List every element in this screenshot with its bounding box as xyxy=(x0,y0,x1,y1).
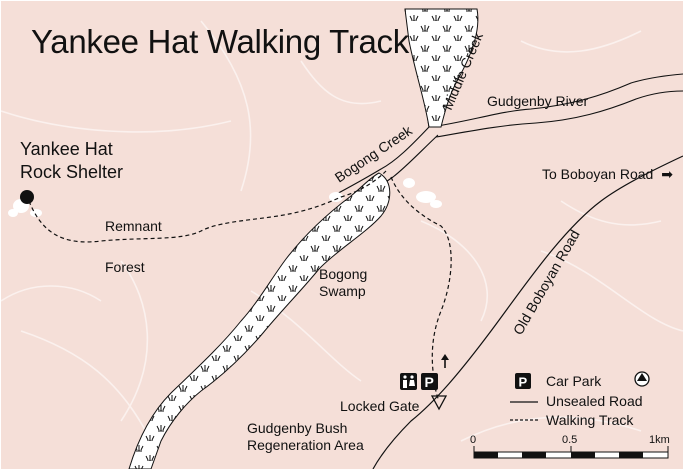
legend-unsealed-road-label: Unsealed Road xyxy=(546,393,643,409)
bogong-creek-bank-north xyxy=(330,126,430,198)
map-title: Yankee Hat Walking Track xyxy=(31,23,409,60)
rock-shelter-marker xyxy=(20,190,34,204)
bogong-swamp-label-line2: Swamp xyxy=(319,283,366,299)
locked-gate-label: Locked Gate xyxy=(340,398,420,414)
scale-label-mid: 0.5 xyxy=(562,434,578,446)
forest-label: Forest xyxy=(105,259,145,275)
legend-walking-track-label: Walking Track xyxy=(546,412,634,428)
scale-label-end: 1km xyxy=(649,434,670,446)
parking-icon-letter: P xyxy=(425,374,434,390)
locked-gate-symbol xyxy=(430,395,448,411)
main-walking-track xyxy=(28,170,387,243)
scale-bar xyxy=(473,446,669,459)
gudgenby-river-bank-north xyxy=(430,73,683,128)
remnant-label: Remnant xyxy=(105,218,162,234)
legend-parking-letter: P xyxy=(519,375,528,390)
old-boboyan-road-label: Old Boboyan Road xyxy=(510,227,583,337)
contour-lines xyxy=(1,20,683,442)
old-boboyan-road xyxy=(372,155,683,469)
regeneration-area-label: Gudgenby Bush Regeneration Area xyxy=(247,420,364,454)
track-arrow-icon xyxy=(441,354,449,368)
rock-shelter-label: Yankee Hat Rock Shelter xyxy=(20,138,123,184)
walking-tracks xyxy=(28,170,452,402)
legend-car-park-label: Car Park xyxy=(546,373,602,389)
gudgenby-river-bank-south xyxy=(435,90,683,138)
north-arrow-icon xyxy=(634,371,650,387)
marsh-areas xyxy=(128,8,479,469)
scale-label-start: 0 xyxy=(470,434,477,446)
regeneration-area-label-line1: Gudgenby Bush xyxy=(247,420,348,436)
rock-shelter-label-line2: Rock Shelter xyxy=(20,162,124,182)
to-boboyan-arrow-icon: ➡ xyxy=(661,166,673,182)
gate-walking-track xyxy=(390,176,452,402)
legend-parking-icon xyxy=(515,373,531,389)
gudgenby-river-label: Gudgenby River xyxy=(487,93,589,109)
parking-icon: P xyxy=(421,373,438,390)
rock-patches xyxy=(8,178,442,217)
bogong-swamp-label-line1: Bogong xyxy=(319,266,368,282)
to-boboyan-road-label: To Boboyan Road ➡ xyxy=(542,166,673,183)
regeneration-area-label-line2: Regeneration Area xyxy=(247,437,364,453)
bogong-swamp-label: Bogong Swamp xyxy=(319,266,367,300)
legend: P xyxy=(510,373,538,421)
toilets-icon xyxy=(400,373,417,390)
rock-shelter-label-line1: Yankee Hat xyxy=(20,139,113,159)
roads xyxy=(372,155,683,469)
to-boboyan-road-text: To Boboyan Road xyxy=(542,166,654,182)
